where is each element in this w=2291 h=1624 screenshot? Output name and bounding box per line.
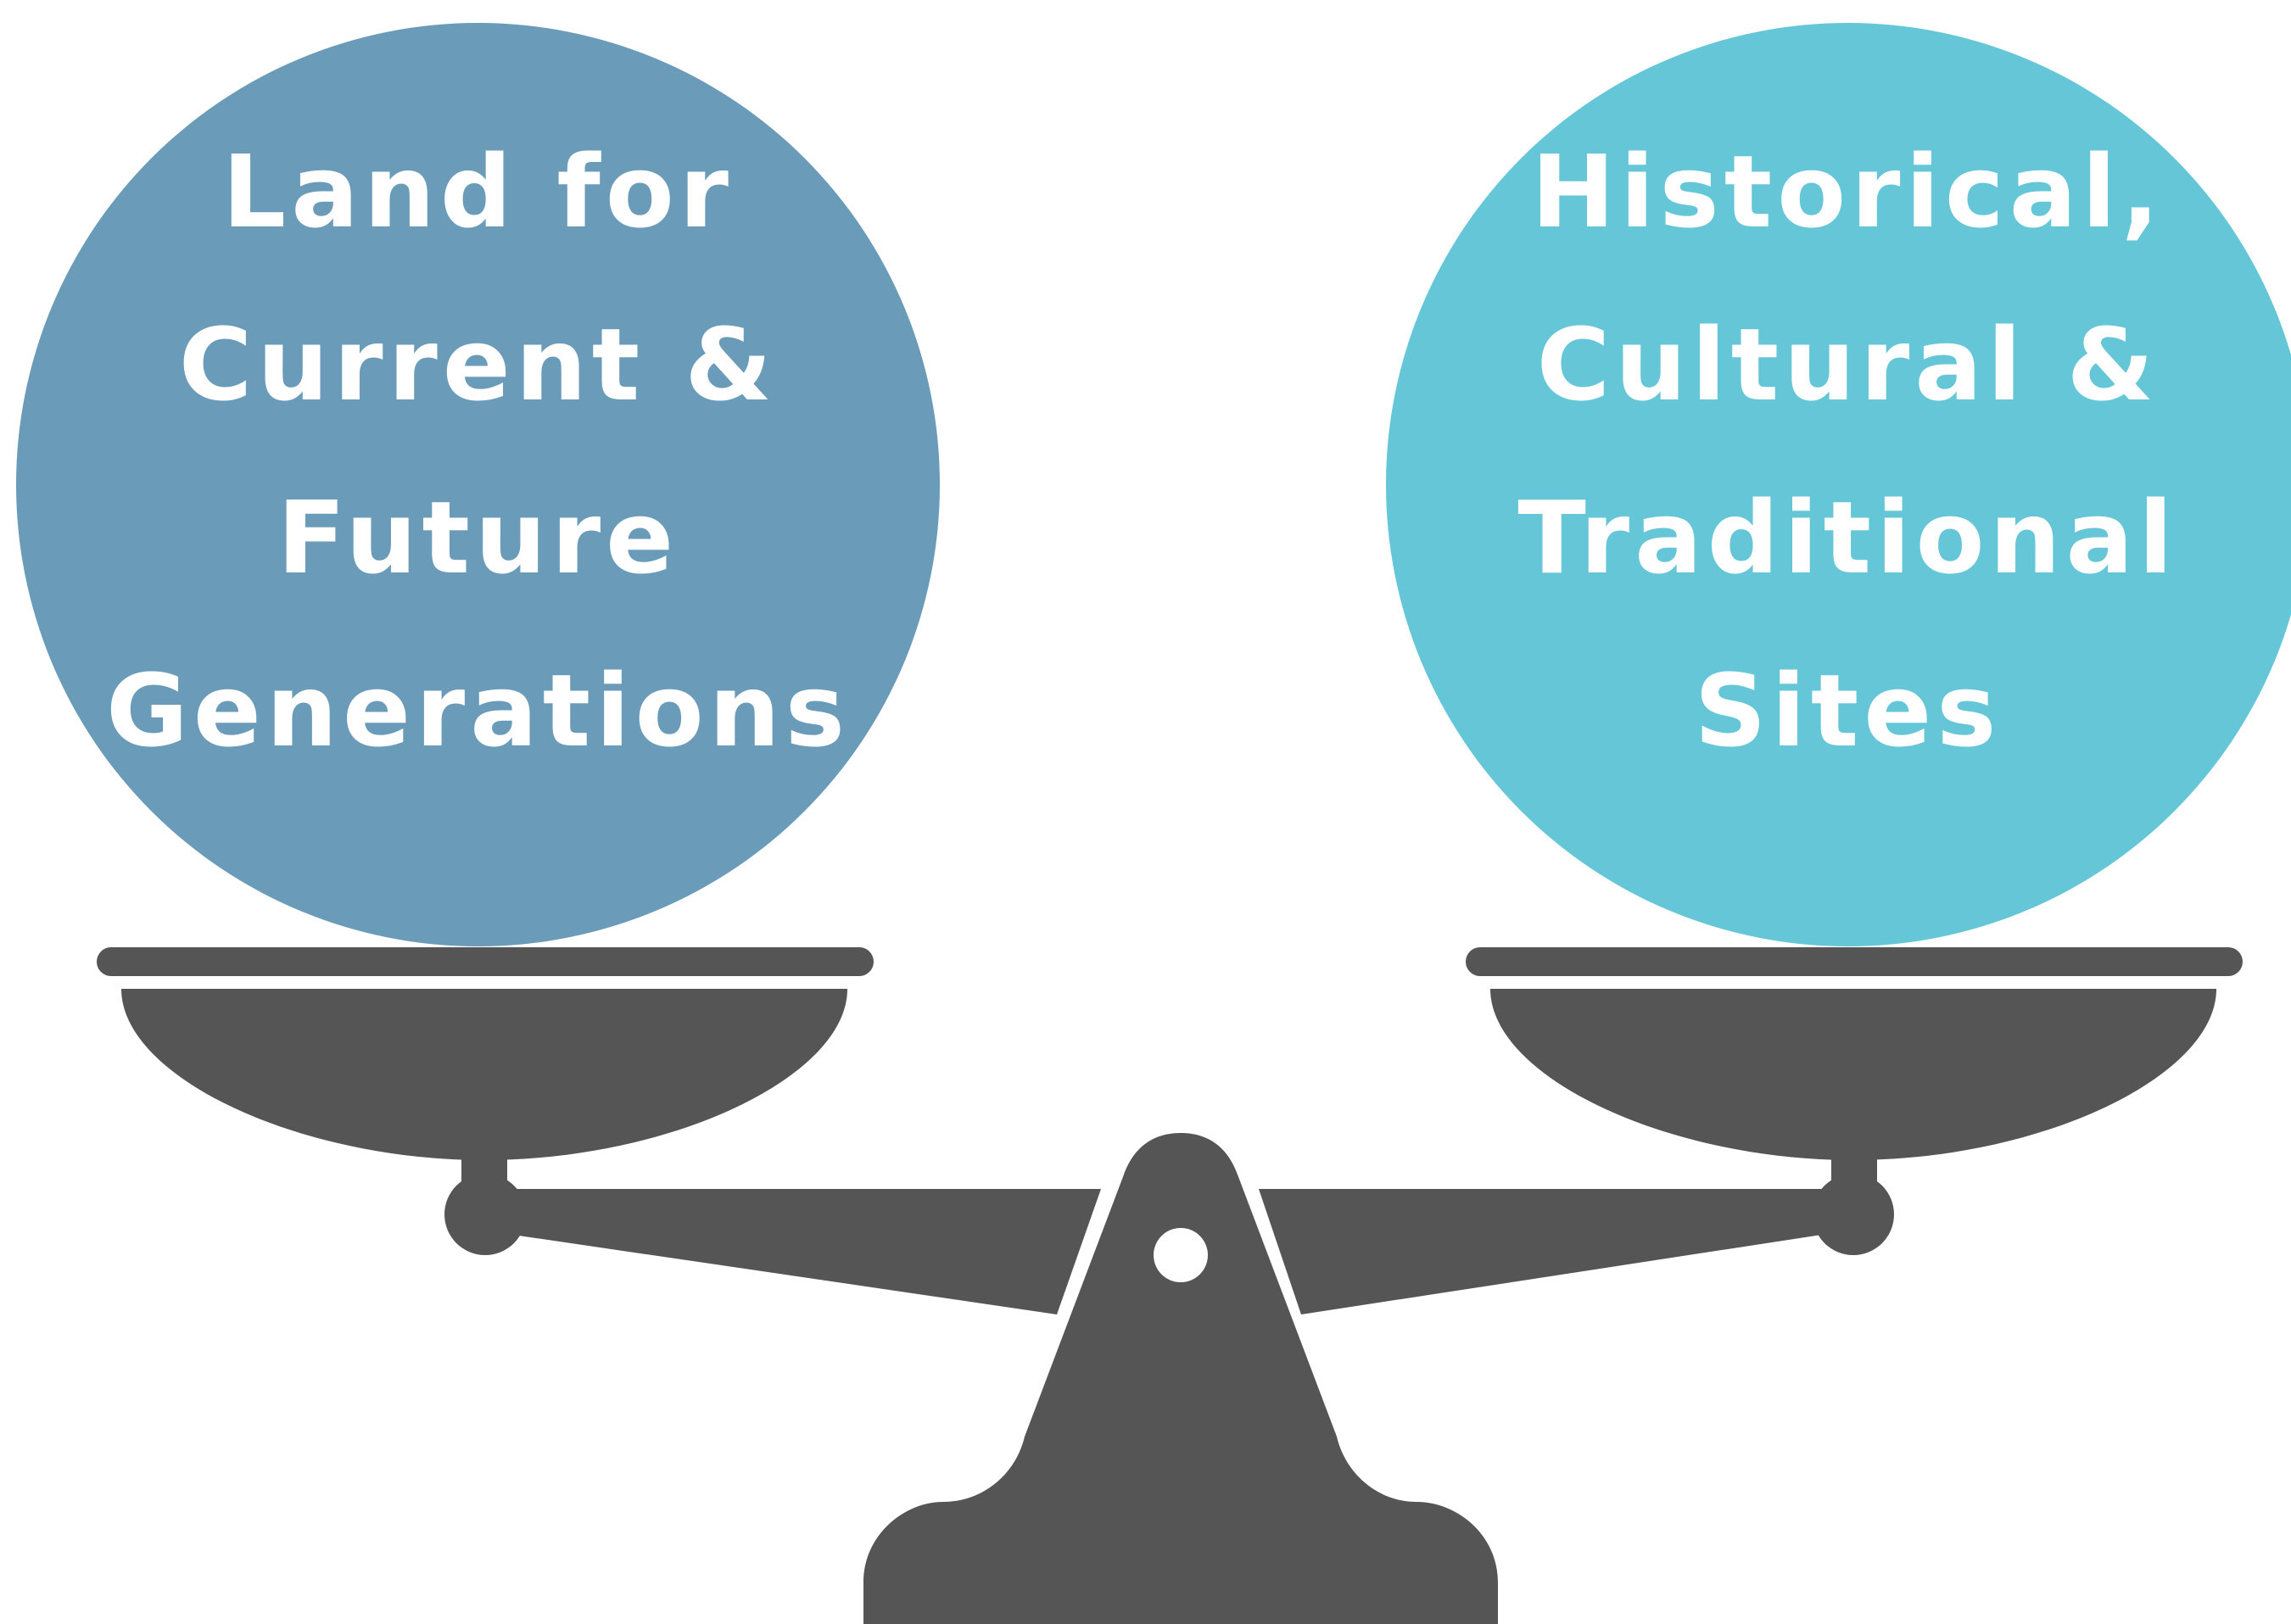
right-pivot-knob <box>1813 1174 1894 1255</box>
right-label-line: Cultural & <box>1536 305 2160 423</box>
scale-stand <box>863 1133 1498 1624</box>
right-pan-bowl <box>1490 989 2216 1160</box>
right-label-line: Traditional <box>1517 478 2178 596</box>
left-pan-label: Land for Current & Future Generations <box>97 105 860 797</box>
left-label-line: Generations <box>106 651 850 769</box>
right-pan-circle: Historical, Cultural & Traditional Sites <box>1386 23 2291 946</box>
left-label-line: Current & <box>178 305 778 423</box>
right-pan-label: Historical, Cultural & Traditional Sites <box>1467 105 2230 797</box>
left-beam-arm <box>507 1189 1101 1314</box>
center-pivot-hole <box>1154 1228 1208 1282</box>
left-pivot-knob <box>444 1174 526 1255</box>
right-beam-arm <box>1259 1189 1827 1314</box>
right-label-line: Historical, <box>1531 132 2165 250</box>
right-label-line: Sites <box>1694 651 2002 769</box>
left-label-line: Future <box>277 478 679 596</box>
left-pan-circle: Land for Current & Future Generations <box>16 23 940 946</box>
left-label-line: Land for <box>222 132 734 250</box>
left-pan-bowl <box>121 989 847 1160</box>
